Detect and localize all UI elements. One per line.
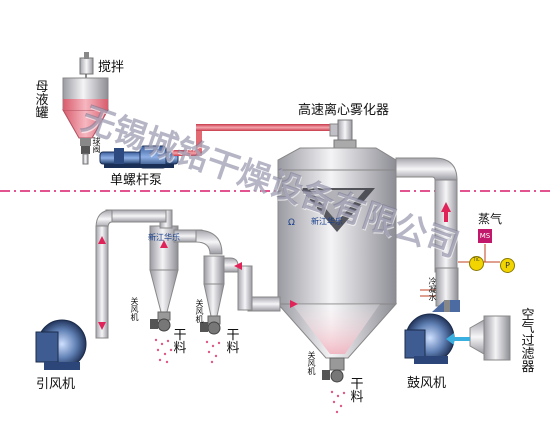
dry-material-label-3: 干料 <box>350 377 364 405</box>
dry-material-label-1: 干料 <box>173 328 187 356</box>
rotary-valve-label-2: 关风机 <box>195 299 204 324</box>
condensate-water-label: 冷凝水 <box>428 277 437 302</box>
rotary-valve-label-1: 关风机 <box>130 297 139 322</box>
ball-valve-label: 球阀 <box>92 137 101 154</box>
cyclone-2 <box>203 255 225 325</box>
chamber-logo-mark: Ω <box>288 218 295 228</box>
pressure-gauge-tag: P <box>500 258 515 273</box>
mixer-label: 搅拌 <box>98 60 125 75</box>
arrow-up-shaft <box>444 212 448 222</box>
mother-tank-label: 母液罐 <box>35 80 49 121</box>
flow-arrows <box>98 202 451 330</box>
hot-air-duct <box>395 157 458 273</box>
powder-output-2 <box>205 340 221 364</box>
blower-label: 鼓风机 <box>407 376 447 391</box>
powder-output-1 <box>154 338 173 364</box>
blower-fan <box>404 300 460 364</box>
ms-tag: MS <box>478 229 492 243</box>
arrow-up-icon-1 <box>98 236 106 244</box>
arrow-left-icon-1 <box>234 262 242 270</box>
air-inlet-arrow-icon <box>446 333 470 345</box>
rotary-valve-3 <box>322 357 345 383</box>
rotary-valve-label-3: 关风机 <box>307 351 316 376</box>
dry-material-label-2: 干料 <box>226 328 240 356</box>
exhaust-fan <box>35 319 87 370</box>
atomizer <box>333 119 357 151</box>
tic-instrument-tag: TIC <box>469 256 484 271</box>
rotary-valve-1 <box>150 318 171 332</box>
arrow-down-icon-2 <box>160 240 168 248</box>
arrow-left-icon-2 <box>290 300 298 308</box>
atomizer-label: 高速离心雾化器 <box>298 103 390 118</box>
rotary-valve-2 <box>200 321 221 335</box>
powder-output-3 <box>330 390 346 414</box>
exhaust-fan-label: 引风机 <box>36 377 76 392</box>
air-filter-unit <box>469 315 511 361</box>
drying-chamber <box>276 147 398 359</box>
steam-label: 蒸气 <box>478 212 503 226</box>
cyclone-logo-text: 新江华乐 <box>148 233 180 242</box>
air-filter-label: 空气过滤器 <box>521 308 535 375</box>
ball-valve <box>81 146 90 165</box>
arrow-up-icon-2 <box>441 202 451 212</box>
outlet-duct <box>221 257 281 312</box>
cyclone-ducts <box>95 209 223 339</box>
chamber-logo-text: 新江华乐 <box>311 217 343 226</box>
mother-liquor-tank <box>62 77 109 146</box>
screw-pump-label: 单螺杆泵 <box>110 173 163 188</box>
arrow-down-icon-1 <box>98 322 106 330</box>
screw-pump <box>99 145 179 169</box>
